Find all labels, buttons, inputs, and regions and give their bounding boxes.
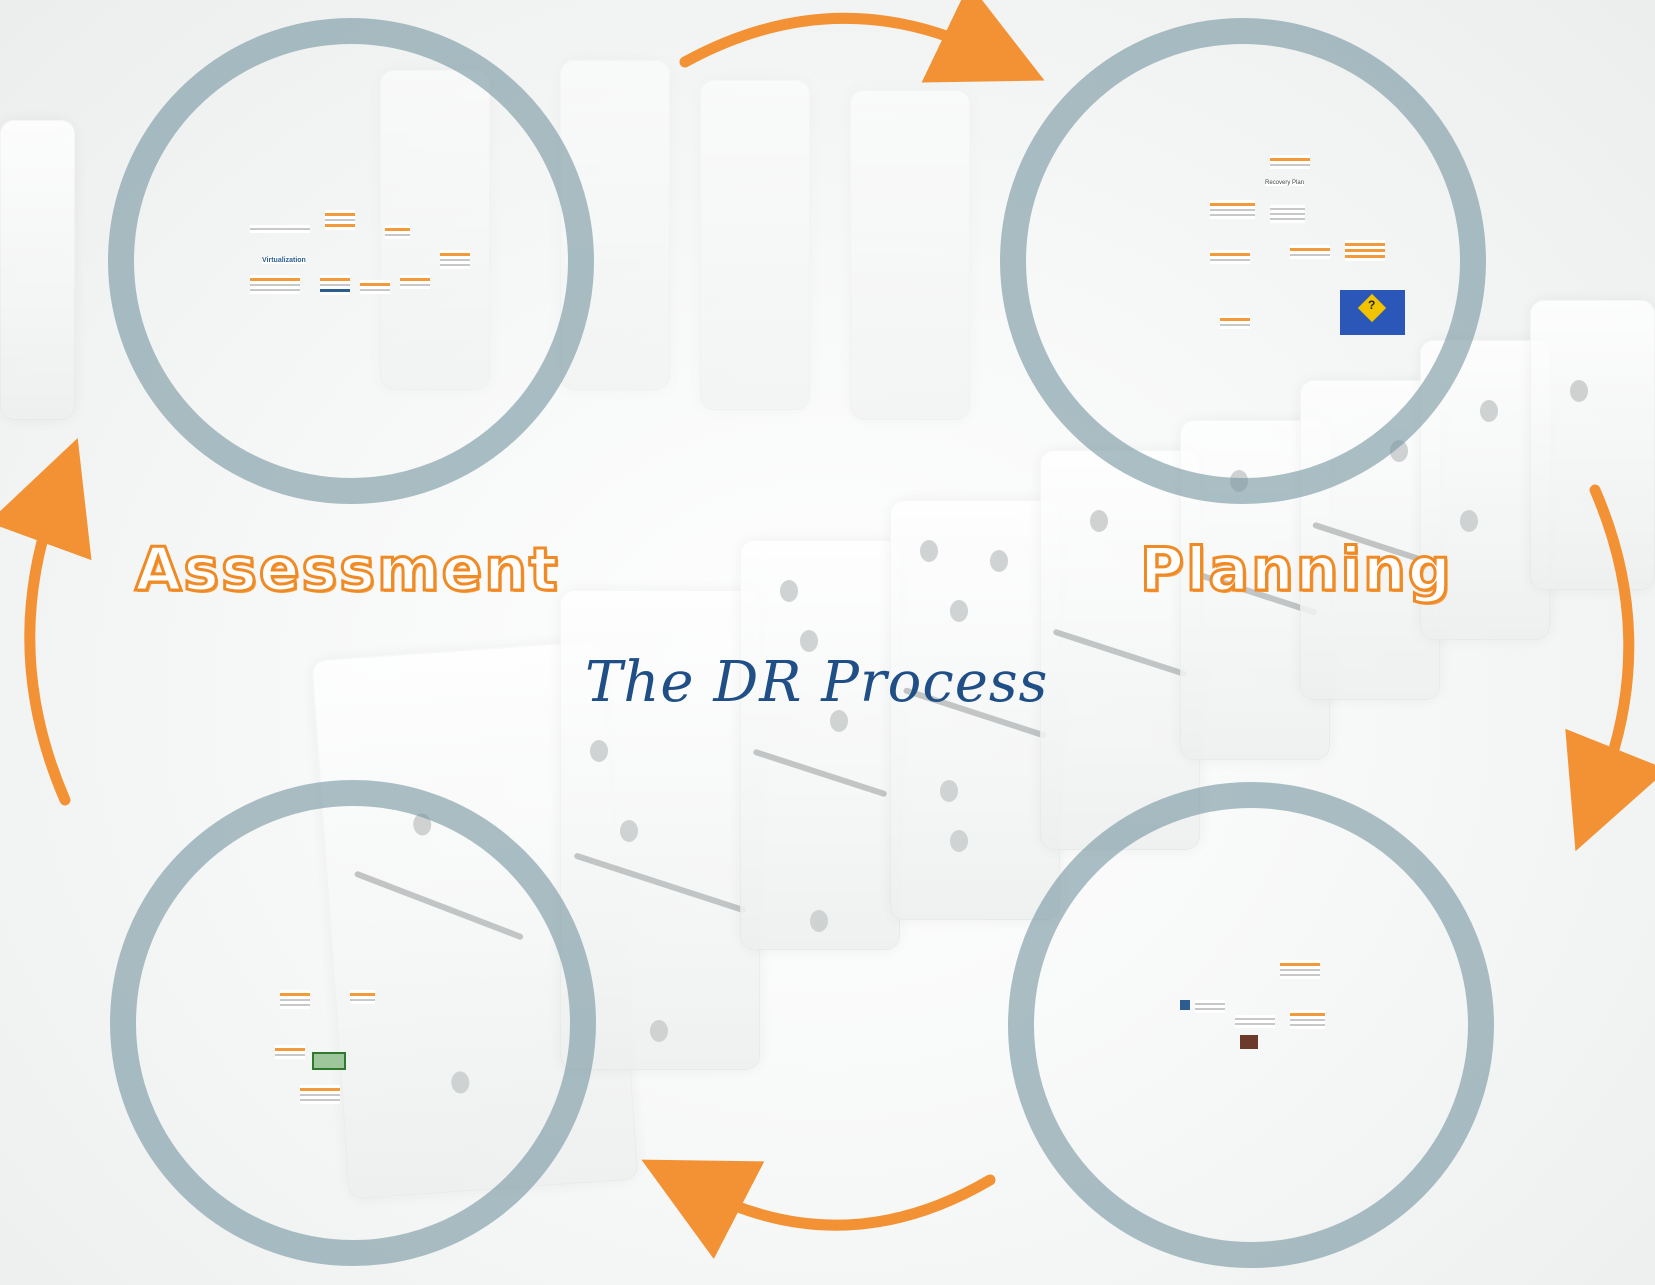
bottom-left-thumbnails[interactable] [270, 990, 380, 1130]
assessment-label[interactable]: Assessment [134, 534, 560, 607]
recovery-plan-heading: Recovery Plan [1265, 180, 1305, 186]
virtualization-heading: Virtualization [262, 257, 306, 264]
question-sign-thumbnail: ? [1340, 290, 1405, 335]
clockwise-arrow-icon [1565, 484, 1655, 852]
page-title: The DR Process [585, 650, 1049, 715]
planning-thumbnails[interactable]: Recovery Plan ? [1210, 155, 1410, 355]
clockwise-arrow-icon [0, 438, 92, 806]
clockwise-arrow-icon [679, 0, 1045, 83]
clockwise-arrow-icon [641, 1159, 996, 1260]
planning-label[interactable]: Planning [1139, 534, 1453, 607]
bottom-right-thumbnails[interactable] [1180, 960, 1330, 1070]
assessment-thumbnails[interactable]: Virtualization [250, 205, 480, 315]
